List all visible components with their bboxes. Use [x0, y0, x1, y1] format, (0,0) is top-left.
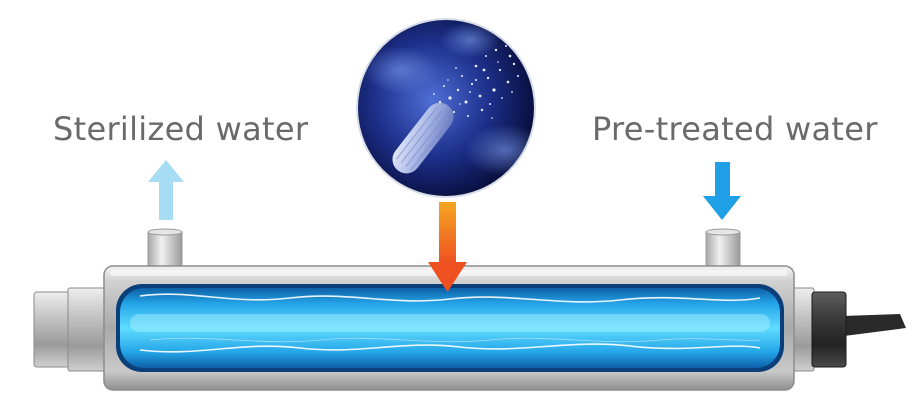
outlet-port	[147, 228, 183, 269]
bacteria-magnified-icon	[354, 16, 538, 200]
right-end-cap	[789, 287, 847, 372]
inlet-arrow-icon	[703, 162, 741, 220]
power-cable	[842, 314, 906, 336]
outlet-label: Sterilized water	[53, 110, 309, 148]
inlet-port	[705, 228, 741, 269]
uv-lamp-chamber	[116, 284, 784, 372]
left-end-cap	[33, 287, 107, 372]
uv-arrow-icon	[428, 202, 467, 292]
inlet-label: Pre-treated water	[592, 110, 878, 148]
outlet-arrow-icon	[148, 160, 184, 220]
